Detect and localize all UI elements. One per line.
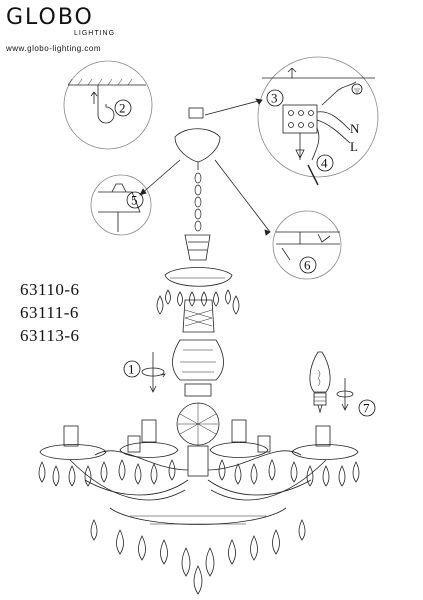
bottom-pendants <box>90 519 306 595</box>
step-5-label: 5 <box>131 193 138 208</box>
step-1-circle <box>123 360 141 378</box>
step-7-circle <box>358 399 376 417</box>
step-5-circle <box>126 191 144 209</box>
model-number-2: 63111-6 <box>20 303 79 322</box>
candle-bulb-icon <box>309 351 354 414</box>
model-number-3: 63113-6 <box>20 326 80 345</box>
detail-canopy-screw <box>90 174 152 236</box>
lower-crystal-drops <box>38 459 360 487</box>
step-6-label: 6 <box>304 258 311 273</box>
detail-hook <box>63 60 153 150</box>
upper-crystal-drops <box>156 289 240 315</box>
step-1-label: 1 <box>128 362 135 377</box>
step-3-circle <box>266 89 284 107</box>
neutral-wire-label: N <box>350 121 360 136</box>
brand-logo: GLOBO LIGHTING www.globo-lighting.com <box>6 5 146 54</box>
detail-wiring <box>257 56 379 186</box>
chandelier <box>38 107 360 595</box>
step-7-label: 7 <box>363 401 370 416</box>
leader-line-3 <box>204 99 263 116</box>
brand-subtitle: LIGHTING <box>74 30 116 37</box>
model-number-1: 63110-6 <box>20 280 80 299</box>
leader-line-6 <box>214 159 271 233</box>
live-wire-label: L <box>350 139 358 154</box>
brand-name: GLOBO <box>6 5 94 30</box>
step-4-circle <box>316 154 334 172</box>
step-3-label: 3 <box>271 91 278 106</box>
brand-url: www.globo-lighting.com <box>6 44 102 53</box>
rotate-arrow-icon <box>141 352 166 393</box>
step-2-circle <box>114 99 132 117</box>
ground-symbol <box>351 83 363 95</box>
detail-arm-connection <box>272 210 342 280</box>
leader-line-5 <box>139 159 181 196</box>
step-6-circle <box>299 256 317 274</box>
step-2-label: 2 <box>119 101 126 116</box>
step-4-label: 4 <box>321 156 328 171</box>
candle-sockets <box>39 419 359 460</box>
